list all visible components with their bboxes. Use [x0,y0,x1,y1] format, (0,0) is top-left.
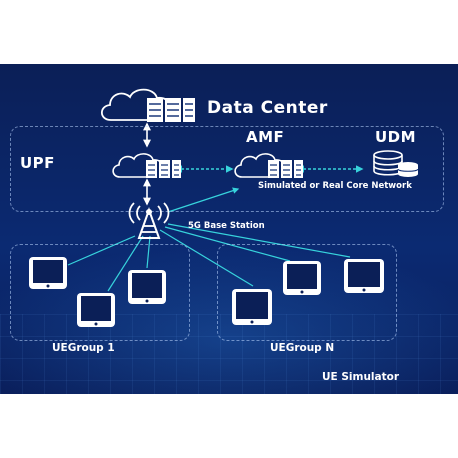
cell-tower-icon [128,202,170,239]
core-network-label: Simulated or Real Core Network [258,181,412,191]
amf-cloud-server-icon [234,153,303,178]
uegroup-n-box [217,244,397,341]
ue-simulator-label: UE Simulator [322,371,400,383]
tablet-icon [77,293,115,327]
upf-label: UPF [20,154,55,172]
link-bs-uenc [167,223,351,258]
uegroup-n-label: UEGroup N [270,342,335,354]
core-network-box [10,126,444,212]
base-station-label: 5G Base Station [188,221,265,231]
link-bs-ue1c [146,235,151,269]
link-bs-uena [159,229,254,287]
link-basestation-amf [167,187,240,213]
amf-label: AMF [246,128,285,146]
link-bs-ue1a [67,235,136,266]
tablet-icon [29,257,67,289]
tablet-icon [128,270,166,304]
upf-cloud-server-icon [112,153,181,178]
uegroup-1-label: UEGroup 1 [52,342,115,354]
tablet-icon [232,289,272,325]
database-icon [373,150,419,177]
data-center-label: Data Center [207,98,328,118]
uegroup-1-box [10,244,190,341]
diagram-canvas: Data Center UPF AMF UDM [0,64,458,394]
background-grid [0,314,458,394]
tablet-icon [283,261,321,295]
link-bs-ue1b [107,235,144,292]
tablet-icon [344,259,384,293]
cloud-server-icon [100,88,195,122]
udm-label: UDM [375,128,417,146]
